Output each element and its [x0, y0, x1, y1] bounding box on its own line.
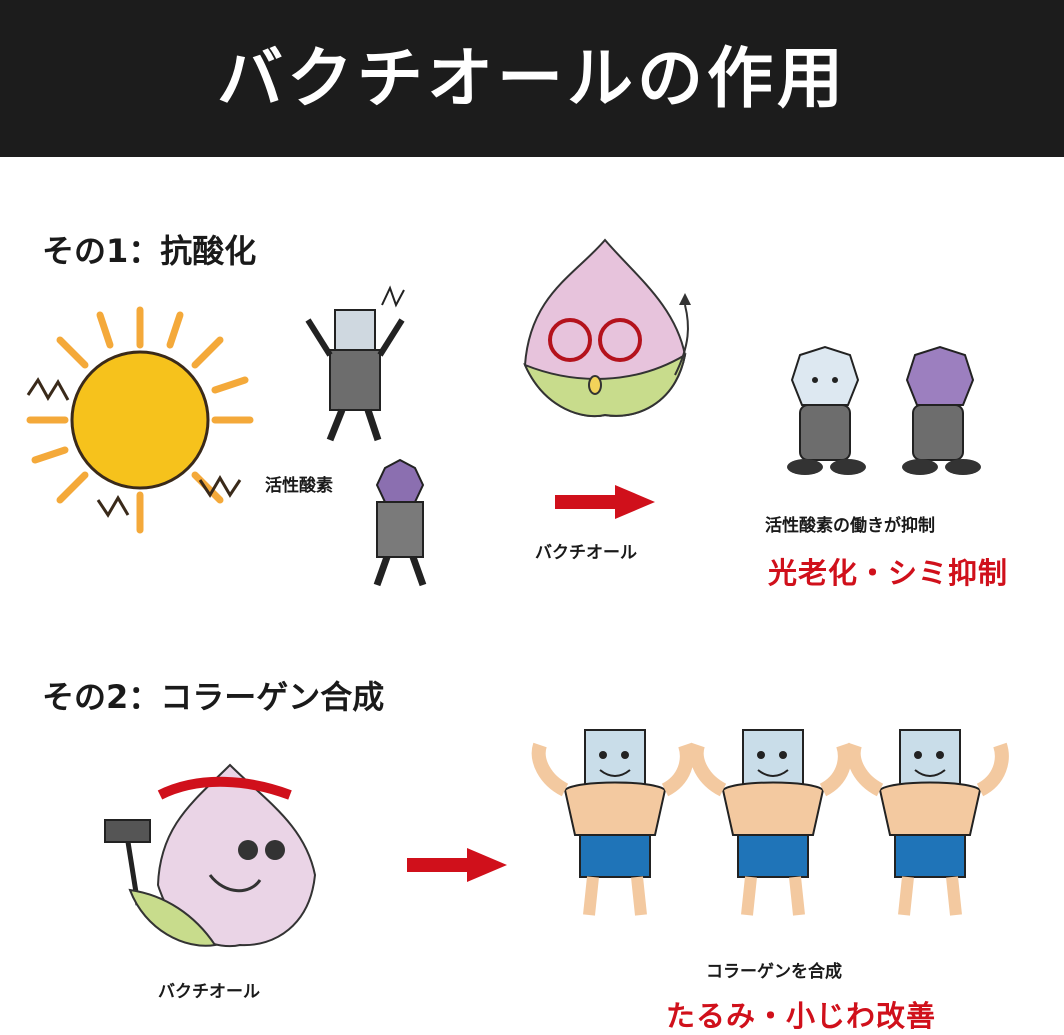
red-arrow-icon [555, 485, 655, 519]
leaf-character-icon [523, 238, 691, 418]
section1-heading: その1：抗酸化 [42, 232, 257, 270]
suppressed-character-left [787, 345, 866, 475]
header-banner: バクチオールの作用 [0, 0, 1064, 157]
leaf-character-hammer-icon [104, 763, 317, 948]
reactive-oxygen-label: 活性酸素 [265, 476, 333, 496]
effect-caption-1: 活性酸素の働きが抑制 [765, 516, 935, 536]
effect-caption-2: コラーゲンを合成 [706, 962, 842, 982]
section2-heading: その2：コラーゲン合成 [42, 678, 385, 716]
bakuchiol-label-1: バクチオール [535, 543, 637, 563]
sun-icon [26, 306, 254, 534]
reactive-oxygen-character-purple [373, 458, 427, 587]
reactive-oxygen-character-angry [305, 285, 405, 442]
red-arrow-icon-2 [407, 848, 507, 882]
muscle-cube-icon [846, 729, 1009, 916]
muscle-cube-icon [531, 729, 694, 916]
result-text-1: 光老化・シミ抑制 [768, 556, 1009, 590]
muscle-cube-group [531, 729, 1009, 916]
muscle-cube-icon [689, 729, 852, 916]
page-title: バクチオールの作用 [217, 40, 847, 117]
suppressed-character-right [902, 345, 981, 475]
result-text-2: たるみ・小じわ改善 [666, 999, 937, 1033]
bakuchiol-label-2: バクチオール [158, 982, 260, 1002]
